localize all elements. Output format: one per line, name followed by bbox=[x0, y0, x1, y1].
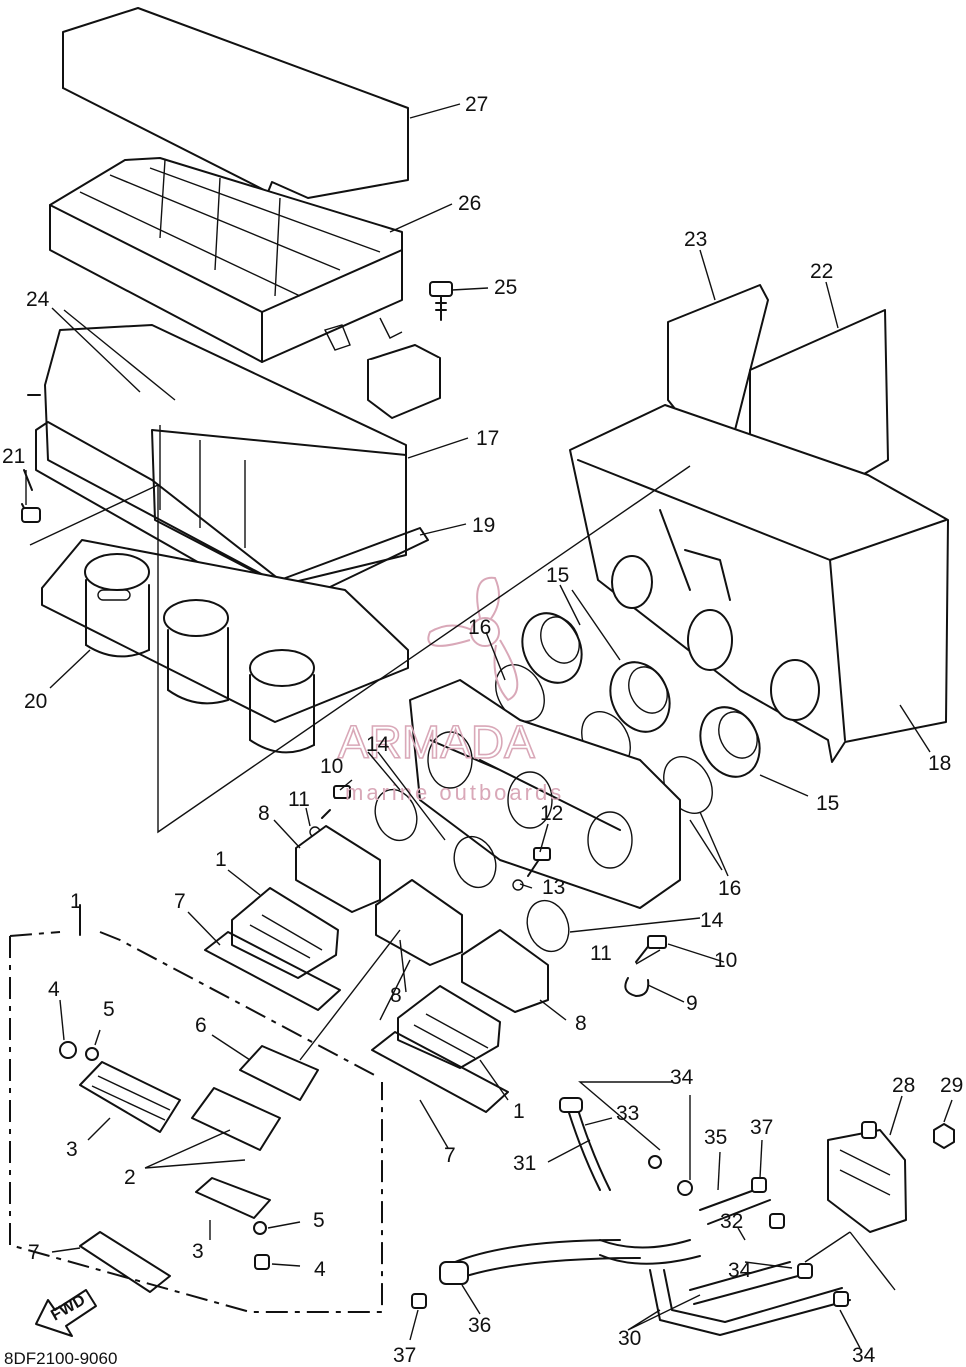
part-20-plate[interactable] bbox=[41, 539, 409, 754]
part-10-12-bolts[interactable] bbox=[309, 785, 667, 997]
label-15a: 15 bbox=[546, 564, 569, 587]
label-8a: 8 bbox=[258, 802, 270, 825]
label-7a: 7 bbox=[174, 890, 186, 913]
leader-lines bbox=[25, 103, 953, 1349]
label-37b: 37 bbox=[393, 1344, 416, 1367]
label-10b: 10 bbox=[714, 949, 737, 972]
part-18-airbox[interactable] bbox=[569, 404, 949, 763]
label-15b: 15 bbox=[816, 792, 839, 815]
label-37a: 37 bbox=[750, 1116, 773, 1139]
part-28-fuel-pump[interactable] bbox=[827, 1121, 907, 1233]
label-16b: 16 bbox=[718, 877, 741, 900]
watermark-brand: ARMADA bbox=[338, 716, 535, 768]
label-4b: 4 bbox=[314, 1258, 326, 1281]
assembly-bracket bbox=[9, 931, 383, 1313]
part-27-cover[interactable] bbox=[62, 7, 409, 199]
label-5b: 5 bbox=[313, 1209, 325, 1232]
label-35: 35 bbox=[704, 1126, 727, 1149]
label-19: 19 bbox=[472, 514, 495, 537]
label-22: 22 bbox=[810, 260, 833, 283]
label-25: 25 bbox=[494, 276, 517, 299]
label-11a: 11 bbox=[288, 788, 310, 811]
label-6: 6 bbox=[195, 1014, 207, 1037]
label-1c: 1 bbox=[513, 1100, 525, 1123]
label-31: 31 bbox=[513, 1152, 536, 1175]
part-21-bolt[interactable] bbox=[21, 469, 41, 523]
part-15-intake-boots[interactable] bbox=[511, 604, 770, 787]
label-28: 28 bbox=[892, 1074, 915, 1097]
label-36: 36 bbox=[468, 1314, 491, 1337]
label-30: 30 bbox=[618, 1327, 641, 1350]
small-clips[interactable] bbox=[411, 1155, 849, 1309]
label-2: 2 bbox=[124, 1166, 136, 1189]
label-5a: 5 bbox=[103, 998, 115, 1021]
part-19-gasket[interactable] bbox=[35, 421, 429, 611]
part-8-manifolds[interactable] bbox=[295, 825, 549, 1013]
label-18: 18 bbox=[928, 752, 951, 775]
part-2-6-reed-parts[interactable] bbox=[59, 1041, 319, 1270]
diagram-code: 8DF2100-9060 bbox=[4, 1349, 117, 1367]
label-34a: 34 bbox=[670, 1066, 694, 1089]
label-3a: 3 bbox=[66, 1138, 78, 1161]
label-27: 27 bbox=[465, 93, 488, 116]
armada-watermark: ARMADA marine outboards bbox=[337, 576, 564, 805]
callout-labels: 27 26 25 24 23 22 17 19 21 20 18 15 15 1… bbox=[2, 93, 963, 1367]
label-3b: 3 bbox=[192, 1240, 204, 1263]
label-14a: 14 bbox=[366, 733, 390, 756]
label-24: 24 bbox=[26, 288, 50, 311]
label-32: 32 bbox=[720, 1210, 743, 1233]
label-11b: 11 bbox=[590, 942, 612, 965]
label-20: 20 bbox=[24, 690, 47, 713]
label-7c: 7 bbox=[28, 1241, 40, 1264]
carburetor-bodies bbox=[409, 679, 681, 909]
fwd-arrow-icon: FWD bbox=[35, 1289, 97, 1337]
label-4a: 4 bbox=[48, 978, 60, 1001]
part-17-airbox-body[interactable] bbox=[27, 324, 407, 586]
label-21: 21 bbox=[2, 445, 25, 468]
label-34b: 34 bbox=[728, 1259, 752, 1282]
label-29: 29 bbox=[940, 1074, 963, 1097]
label-12: 12 bbox=[540, 802, 563, 825]
label-9: 9 bbox=[686, 992, 698, 1015]
label-7b: 7 bbox=[444, 1144, 456, 1167]
label-17: 17 bbox=[476, 427, 499, 450]
label-23: 23 bbox=[684, 228, 707, 251]
part-26-tray[interactable] bbox=[49, 157, 403, 363]
label-8c: 8 bbox=[575, 1012, 587, 1035]
label-16a: 16 bbox=[468, 616, 491, 639]
label-1a: 1 bbox=[215, 848, 227, 871]
label-10a: 10 bbox=[320, 755, 343, 778]
fuel-hoses[interactable] bbox=[439, 1097, 851, 1336]
watermark-tagline: marine outboards bbox=[345, 780, 564, 805]
part-29-nut[interactable] bbox=[933, 1123, 955, 1149]
label-26: 26 bbox=[458, 192, 481, 215]
label-8b: 8 bbox=[390, 984, 402, 1007]
part-25-screw[interactable] bbox=[429, 281, 453, 321]
label-34c: 34 bbox=[852, 1344, 876, 1367]
part-14-clamps[interactable] bbox=[368, 784, 575, 958]
label-1b: 1 bbox=[70, 890, 82, 913]
label-13: 13 bbox=[542, 876, 565, 899]
label-14b: 14 bbox=[700, 909, 724, 932]
label-33: 33 bbox=[616, 1102, 639, 1125]
